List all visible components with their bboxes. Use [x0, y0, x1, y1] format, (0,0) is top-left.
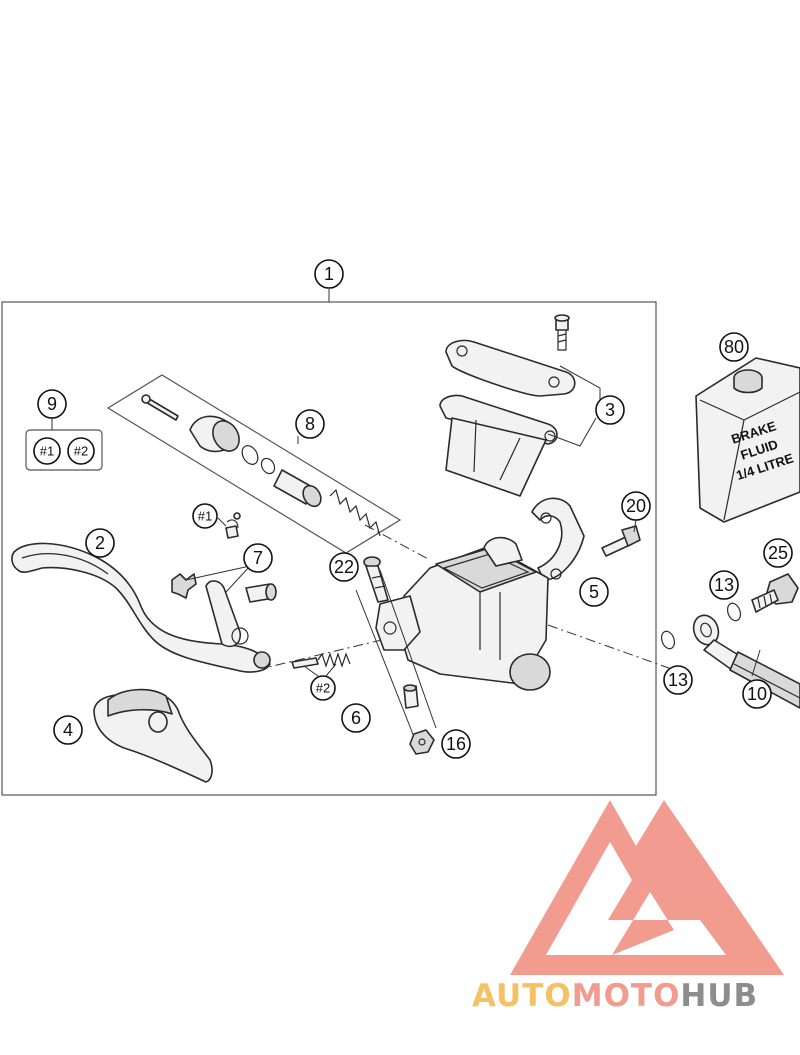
callout-8: 8: [295, 409, 325, 439]
kit-callout-1: #1: [33, 437, 61, 465]
lever-guard-group: [93, 688, 213, 783]
callout-10: 10: [742, 679, 772, 709]
callout-13-lower: 13: [663, 665, 693, 695]
callout-25: 25: [763, 538, 793, 568]
brake-lever-group: [11, 542, 277, 673]
callout-4-label: 4: [63, 720, 73, 740]
callout-22-label: 22: [334, 557, 354, 577]
kit-group-box: [25, 429, 103, 471]
kit-callout-2: #2: [67, 437, 95, 465]
callout-2: 2: [85, 528, 115, 558]
callout-80-label: 80: [724, 337, 744, 357]
piston-kit-group: [106, 374, 402, 554]
callout-16: 16: [441, 729, 471, 759]
callout-5-label: 5: [589, 582, 599, 602]
callout-16-label: 16: [446, 734, 466, 754]
callout-13-upper: 13: [709, 570, 739, 600]
callout-4: 4: [53, 715, 83, 745]
kit-callout-2-label: #2: [74, 444, 88, 459]
assembly-axis-line: [364, 524, 431, 561]
callout-13-upper-label: 13: [714, 575, 734, 595]
callout-7: 7: [243, 543, 273, 573]
watermark-logo: AUTOMOTOHUB: [472, 800, 784, 1014]
reservoir-cap-group: [439, 314, 576, 497]
callout-6: 6: [341, 703, 371, 733]
brake-fluid-can: BRAKE FLUID 1/4 LITRE: [695, 357, 800, 523]
pin-callout-1: #1: [192, 503, 218, 529]
callout-13-lower-label: 13: [668, 670, 688, 690]
callout-8-label: 8: [305, 414, 315, 434]
handlebar-clamp-group: [531, 497, 585, 581]
pivot-hardware-group: [355, 556, 437, 755]
pin-callout-2-label: #2: [316, 681, 330, 696]
callout-1: 1: [314, 259, 344, 289]
pin-callout-1-label: #1: [198, 509, 212, 524]
watermark-mark: [510, 800, 784, 975]
callout-5: 5: [579, 577, 609, 607]
callout-10-label: 10: [747, 684, 767, 704]
lever-pin-group: [225, 512, 351, 669]
callout-20: 20: [621, 491, 651, 521]
pin-callout-2: #2: [310, 675, 336, 701]
watermark-moto: MOTO: [572, 978, 681, 1014]
callout-9: 9: [37, 389, 67, 419]
callout-25-label: 25: [768, 543, 788, 563]
callout-80: 80: [719, 332, 749, 362]
callout-3: 3: [595, 395, 625, 425]
callout-9-label: 9: [47, 394, 57, 414]
svg-text:AUTOMOTOHUB: AUTOMOTOHUB: [472, 978, 758, 1014]
callout-2-label: 2: [95, 533, 105, 553]
clamp-bolt-group: [601, 525, 641, 557]
callout-3-label: 3: [605, 400, 615, 420]
kit-callout-1-label: #1: [40, 444, 54, 459]
watermark-hub: HUB: [680, 978, 758, 1014]
callout-7-label: 7: [253, 548, 263, 568]
master-cylinder-body: [375, 536, 551, 691]
callout-20-label: 20: [626, 496, 646, 516]
callout-22: 22: [329, 552, 359, 582]
brake-hose-group: [660, 573, 800, 709]
watermark-auto: AUTO: [472, 978, 572, 1014]
callout-6-label: 6: [351, 708, 361, 728]
callout-1-label: 1: [324, 264, 334, 284]
